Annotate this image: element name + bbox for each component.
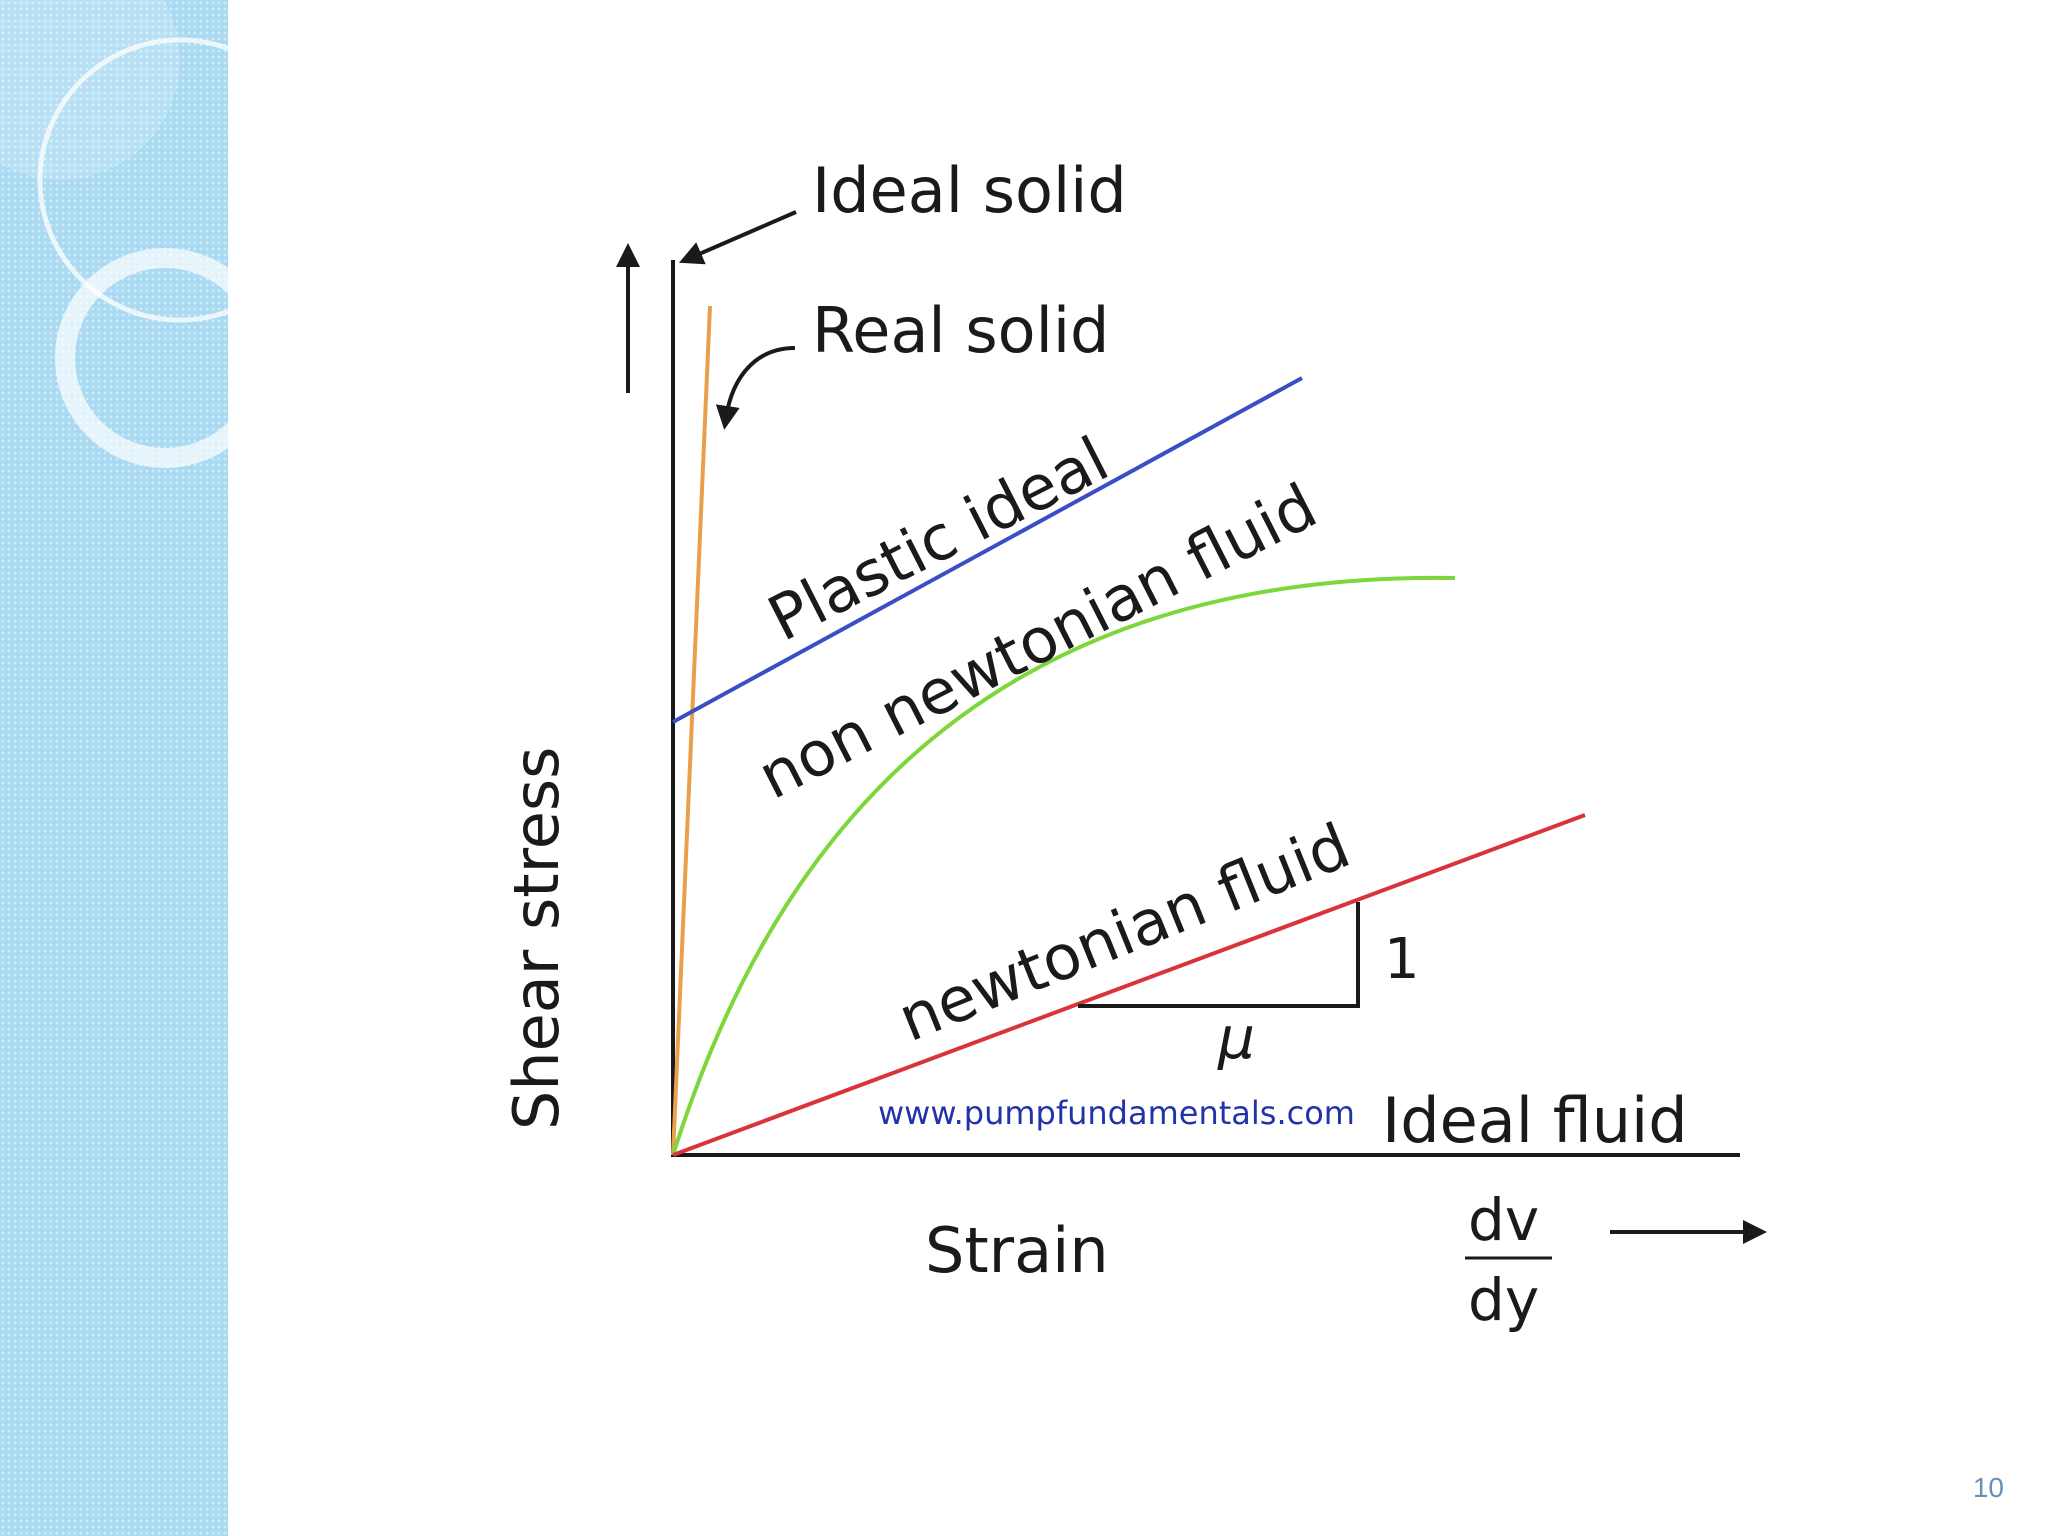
decorative-rings	[0, 0, 228, 468]
ideal-fluid-label: Ideal fluid	[1382, 1084, 1688, 1157]
sidebar-decoration	[0, 0, 228, 1536]
ring-small	[55, 248, 228, 468]
real-solid-pointer-arrow	[715, 346, 796, 430]
newtonian-label: newtonian fluid	[888, 809, 1359, 1056]
x-fraction-numerator: dv	[1468, 1186, 1539, 1254]
real-solid-label: Real solid	[812, 294, 1109, 367]
ring-glow	[0, 0, 180, 180]
ideal-solid-label: Ideal solid	[812, 154, 1127, 227]
slope-triangle	[1078, 902, 1360, 1008]
real-solid-line	[671, 305, 712, 1156]
x-axis-label: Strain	[925, 1214, 1109, 1287]
ring-large	[37, 37, 228, 323]
watermark-text: www.pumpfundamentals.com	[878, 1094, 1355, 1132]
newtonian-line	[672, 813, 1586, 1157]
x-fraction-denominator: dy	[1468, 1266, 1539, 1334]
non-newtonian-curve	[671, 575, 1456, 1156]
slide-number: 10	[1972, 1472, 2004, 1503]
ideal-solid-pointer-arrow	[678, 210, 797, 265]
y-axis-label: Shear stress	[500, 747, 573, 1130]
plastic-ideal-line	[672, 376, 1303, 724]
slope-rise-label: 1	[1384, 927, 1420, 992]
slope-run-label: μ	[1217, 1004, 1255, 1072]
